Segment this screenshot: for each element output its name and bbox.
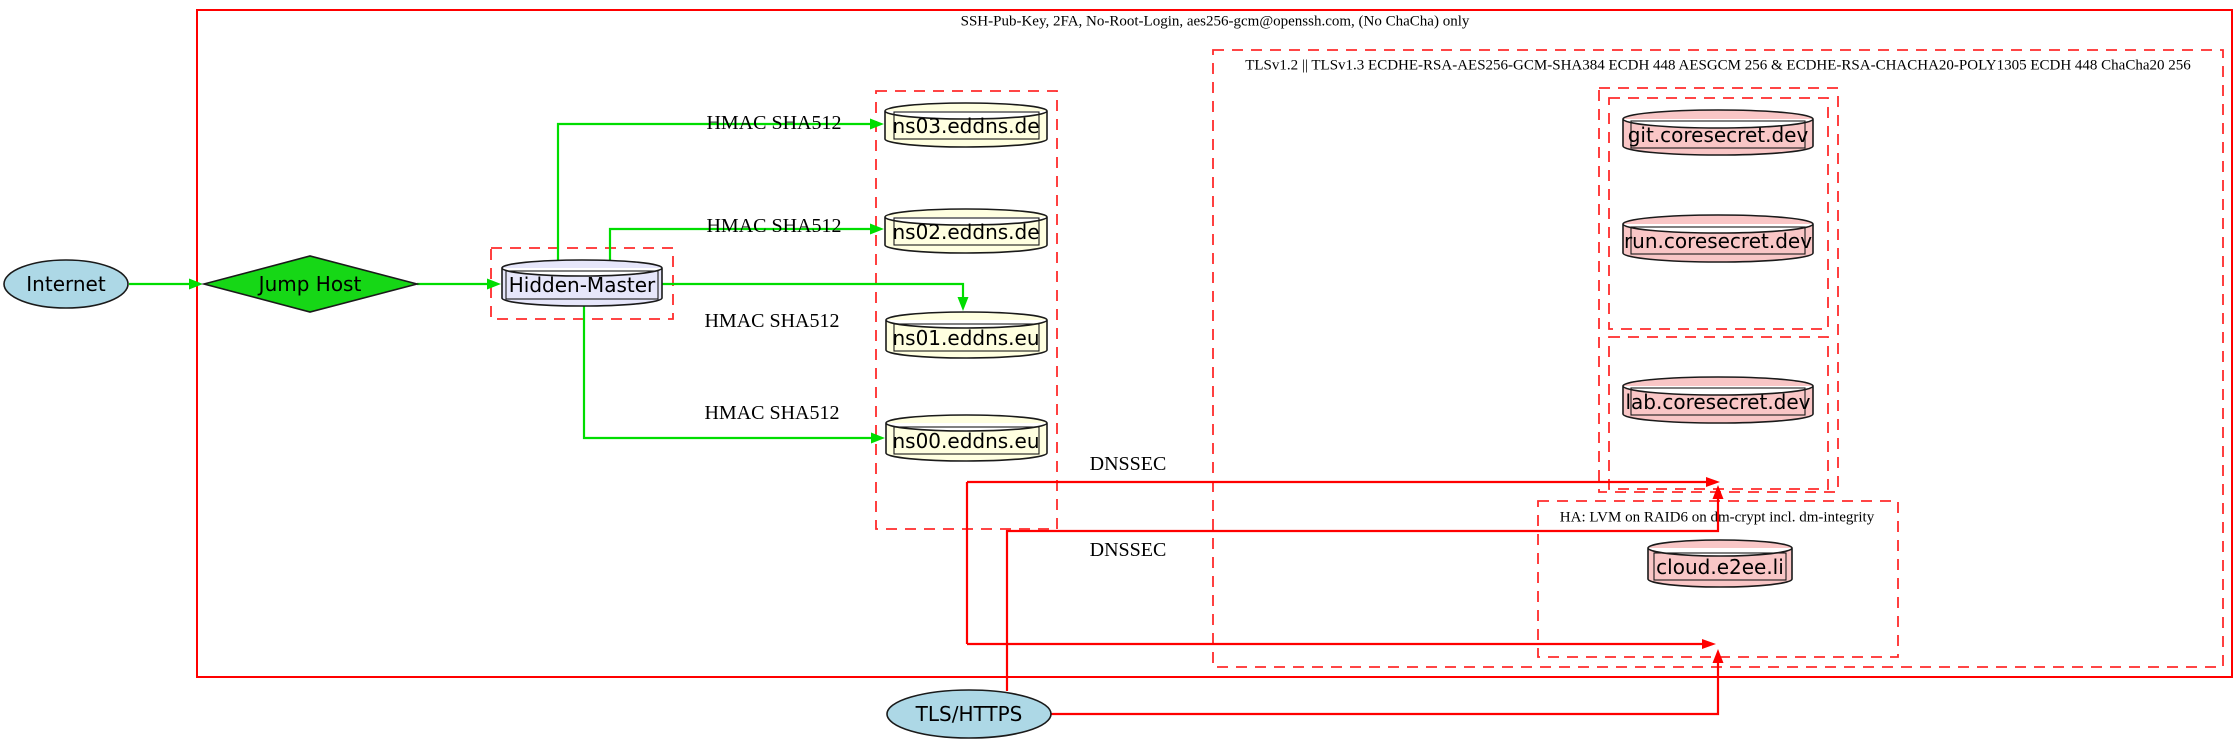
node-hidden-master [501,259,663,307]
node-ns02-label: ns02.eddns.de [892,220,1039,244]
arrowhead-master-ns03 [870,118,884,130]
node-run-label: run.coresecret.dev [1624,229,1812,253]
edge-tlshttps-to-services [1005,499,1720,691]
node-internet [3,259,129,309]
node-tls-https [886,689,1052,739]
node-jump-host [200,255,421,313]
node-lab-labelbox [1630,387,1806,416]
edge-master-ns01 [662,282,965,298]
node-git [1622,109,1814,156]
node-cloud-labelbox [1653,552,1787,581]
cluster-ssh-label: SSH-Pub-Key, 2FA, No-Root-Login, aes256-… [961,13,1470,29]
arrowhead-tlshttps-to-services [1712,485,1724,499]
edge-label-dnssec-1: DNSSEC [1090,453,1167,475]
node-jump-host-label: Jump Host [257,272,362,296]
edge-label-hmac-ns00: HMAC SHA512 [704,402,839,424]
node-ns00-labelbox [893,426,1040,455]
node-ns03-labelbox [893,111,1040,140]
arrowhead-internet-jumphost [189,278,203,290]
node-lab [1622,376,1814,424]
green-edges [129,118,969,444]
cluster-tls-label: TLSv1.2 || TLSv1.3 ECDHE-RSA-AES256-GCM-… [1245,57,2191,73]
node-lab-label: lab.coresecret.dev [1625,390,1810,414]
node-hidden-master-labelbox [505,270,659,300]
edge-tlshttps-to-ha [1051,663,1720,716]
node-git-labelbox [1630,120,1806,149]
node-ns00-label: ns00.eddns.eu [892,429,1039,453]
edge-master-ns00 [582,306,872,440]
edge-label-hmac-ns02: HMAC SHA512 [706,215,841,237]
arrowhead-dnssec-to-services [1706,477,1720,487]
edge-label-hmac-ns01: HMAC SHA512 [704,310,839,332]
arrowhead-tlshttps-to-ha [1712,649,1724,663]
cluster-git-run [1608,97,1829,330]
node-cloud [1647,539,1793,588]
arrowhead-master-ns00 [871,432,885,444]
node-ns01-labelbox [893,323,1040,352]
arrowhead-master-ns02 [870,223,884,235]
node-run-labelbox [1630,226,1806,255]
edge-label-hmac-ns03: HMAC SHA512 [706,112,841,134]
edge-master-ns02 [608,227,871,260]
node-cloud-label: cloud.e2ee.li [1656,555,1784,579]
cluster-ssh [196,9,2233,678]
node-run [1622,214,1814,263]
arrowhead-master-ns01 [957,297,969,311]
red-edges [965,477,1724,716]
node-ns01-label: ns01.eddns.eu [892,326,1039,350]
node-internet-label: Internet [26,272,106,296]
edge-master-ns03 [556,122,871,260]
node-ns03-label: ns03.eddns.de [892,114,1039,138]
node-git-label: git.coresecret.dev [1628,123,1809,147]
edge-label-dnssec-2: DNSSEC [1090,539,1167,561]
node-hidden-master-label: Hidden-Master [509,273,656,297]
node-tls-https-label: TLS/HTTPS [915,702,1023,726]
node-ns02-labelbox [893,217,1040,246]
arrowhead-dnssec-to-ha [1702,639,1716,649]
cluster-nameservers [875,90,1058,530]
arrowhead-jumphost-master [487,278,501,290]
